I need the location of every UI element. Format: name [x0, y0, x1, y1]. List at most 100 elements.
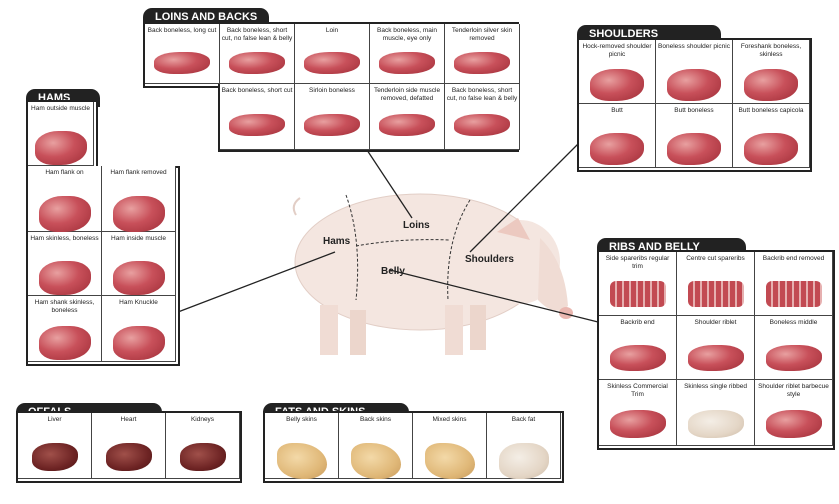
- fats-cut-cell: Back fat: [487, 413, 561, 480]
- cut-label: Butt: [611, 107, 623, 114]
- fats-cut-cell: Mixed skins: [413, 413, 487, 480]
- cut-label: Centre cut spareribs: [686, 255, 745, 262]
- cut-photo: [34, 131, 87, 166]
- cut-photo: [765, 345, 822, 372]
- cut-photo: [379, 51, 435, 74]
- cut-photo: [765, 281, 822, 308]
- cut-label: Ham skinless, boneless: [30, 235, 99, 242]
- shoulders-cut-cell: Butt boneless: [656, 104, 733, 168]
- cut-photo: [687, 345, 744, 372]
- hams-cut-cell: Ham shank skinless, boneless: [28, 296, 102, 362]
- loins-cut-cell: Tenderloin side muscle removed, defatted: [370, 84, 445, 150]
- cut-label: Boneless shoulder picnic: [658, 43, 730, 50]
- shoulders-cut-cell: Butt: [579, 104, 656, 168]
- cut-photo: [744, 69, 798, 102]
- cut-label: Belly skins: [286, 416, 317, 423]
- cut-label: Sirloin boneless: [309, 87, 355, 94]
- cut-label: Shoulder riblet: [694, 319, 737, 326]
- hams-cut-cell: Ham Knuckle: [102, 296, 176, 362]
- loins-cut-cell: Sirloin boneless: [295, 84, 370, 150]
- loins-cut-cell: Back boneless, short cut, no false lean …: [445, 84, 520, 150]
- shoulders-cut-cell: Boneless shoulder picnic: [656, 40, 733, 104]
- cut-label: Mixed skins: [432, 416, 467, 423]
- loins-cut-cell: Tenderloin silver skin removed: [445, 24, 520, 84]
- loins-cut-cell: Back boneless, short cut, no false lean …: [220, 24, 295, 84]
- fats-cut-cell: Belly skins: [265, 413, 339, 480]
- cut-photo: [609, 410, 666, 439]
- cut-photo: [229, 51, 285, 74]
- hams-cut-cell: Ham flank on: [28, 166, 102, 233]
- ribs-cut-cell: Skinless Commercial Trim: [599, 380, 677, 446]
- cut-label: Loin: [325, 27, 339, 34]
- cut-photo: [38, 196, 91, 233]
- cut-label: Ham outside muscle: [31, 105, 90, 112]
- cut-photo: [112, 261, 165, 296]
- cut-label: Kidneys: [190, 416, 215, 423]
- hams-cut-cell: Ham flank removed: [102, 166, 176, 233]
- cut-photo: [38, 326, 91, 361]
- cut-photo: [609, 345, 666, 372]
- ribs-cut-cell: Shoulder riblet: [677, 316, 755, 380]
- cut-label: Liver: [47, 416, 62, 423]
- cut-photo: [304, 114, 360, 137]
- cut-label: Butt boneless capicola: [738, 107, 804, 114]
- shoulders-cut-cell: Foreshank boneless, skinless: [733, 40, 810, 104]
- cut-photo: [609, 281, 666, 308]
- cut-photo: [229, 114, 285, 137]
- cut-photo: [112, 196, 165, 233]
- cut-label: Back boneless, short cut, no false lean …: [446, 87, 518, 102]
- cut-label: Side spareribs regular trim: [605, 255, 670, 270]
- cut-label: Hock-removed shoulder picnic: [582, 43, 652, 58]
- cut-label: Back boneless, short cut: [221, 87, 293, 94]
- pig-label-shoulders: Shoulders: [465, 254, 514, 265]
- cut-label: Ham flank removed: [110, 169, 167, 176]
- cut-photo: [350, 443, 401, 480]
- ribs-cut-cell: Skinless single ribbed: [677, 380, 755, 446]
- cut-photo: [276, 443, 327, 480]
- cut-photo: [379, 114, 435, 137]
- cut-label: Shoulder riblet barbecue style: [758, 383, 829, 398]
- ribs-cut-cell: Side spareribs regular trim: [599, 252, 677, 316]
- cut-photo: [667, 133, 721, 166]
- cut-photo: [590, 133, 644, 166]
- cut-label: Butt boneless: [674, 107, 714, 114]
- cut-label: Back boneless, main muscle, eye only: [377, 27, 437, 42]
- cut-photo: [454, 114, 510, 137]
- cut-photo: [667, 69, 721, 102]
- pig-label-loins: Loins: [403, 220, 430, 231]
- cut-photo: [498, 443, 549, 480]
- fats-cut-cell: Back skins: [339, 413, 413, 480]
- ribs-cut-cell: Backrib end: [599, 316, 677, 380]
- ribs-cut-cell: Boneless middle: [755, 316, 833, 380]
- cut-label: Skinless Commercial Trim: [607, 383, 668, 398]
- cut-label: Ham flank on: [45, 169, 84, 176]
- shoulders-cut-cell: Hock-removed shoulder picnic: [579, 40, 656, 104]
- cut-label: Ham shank skinless, boneless: [34, 299, 95, 314]
- hams-cut-cell: Ham outside muscle: [28, 102, 94, 166]
- cut-label: Back boneless, short cut, no false lean …: [221, 27, 293, 42]
- cut-label: Back fat: [511, 416, 536, 423]
- shoulders-cut-cell: Butt boneless capicola: [733, 104, 810, 168]
- offals-cut-cell: Kidneys: [166, 413, 240, 479]
- ribs-cut-cell: Centre cut spareribs: [677, 252, 755, 316]
- loins-cut-cell: Back boneless, short cut: [220, 84, 295, 150]
- cut-photo: [179, 443, 226, 472]
- cut-photo: [590, 69, 644, 102]
- cut-photo: [38, 261, 91, 296]
- pig-illustration: [292, 193, 573, 355]
- cut-photo: [304, 51, 360, 74]
- cut-label: Backrib end: [620, 319, 655, 326]
- cut-label: Heart: [120, 416, 137, 423]
- cut-photo: [765, 410, 822, 439]
- cut-photo: [154, 51, 210, 74]
- cut-label: Back skins: [359, 416, 392, 423]
- pig-label-hams: Hams: [323, 236, 351, 247]
- cut-label: Back boneless, long cut: [147, 27, 217, 34]
- loins-title: LOINS AND BACKS: [143, 8, 270, 26]
- cut-label: Ham Knuckle: [119, 299, 158, 306]
- cut-photo: [454, 51, 510, 74]
- cut-label: Backrib end removed: [762, 255, 825, 262]
- cut-label: Tenderloin side muscle removed, defatted: [373, 87, 441, 102]
- cut-label: Tenderloin silver skin removed: [451, 27, 513, 42]
- pig-label-belly: Belly: [381, 266, 405, 277]
